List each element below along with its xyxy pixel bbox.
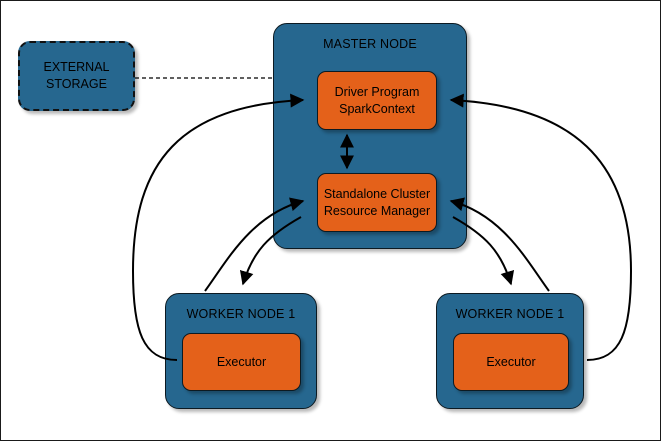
worker-node-left-label: WORKER NODE 1 [186,307,296,321]
driver-program-label: Driver Program SparkContext [318,84,436,118]
node-executor-right[interactable]: Executor [453,333,569,391]
external-storage-label-line2: STORAGE [46,77,107,91]
driver-program-label-line2: SparkContext [339,101,415,116]
node-driver-program[interactable]: Driver Program SparkContext [317,71,437,130]
executor-right-label: Executor [486,354,536,369]
driver-program-label-line1: Driver Program [334,84,420,99]
node-external-storage[interactable]: EXTERNAL STORAGE [18,41,135,111]
cluster-manager-label: Standalone Cluster Resource Manager [318,186,436,220]
executor-left-label: Executor [216,354,267,369]
worker-node-right-label: WORKER NODE 1 [455,307,565,321]
cluster-manager-label-line1: Standalone Cluster [323,186,431,201]
master-node-label: MASTER NODE [323,37,417,51]
cluster-manager-label-line2: Resource Manager [323,203,431,218]
external-storage-label: EXTERNAL STORAGE [20,59,133,93]
node-executor-left[interactable]: Executor [182,333,301,391]
node-cluster-manager[interactable]: Standalone Cluster Resource Manager [317,173,437,232]
external-storage-label-line1: EXTERNAL [43,60,110,75]
